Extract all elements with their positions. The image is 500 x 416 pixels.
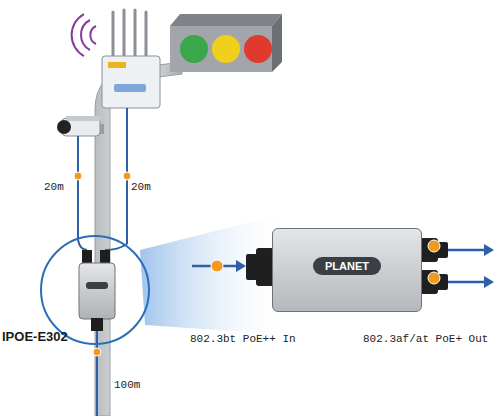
cable-length: 20m (131, 181, 151, 193)
poe-marker (74, 172, 82, 180)
cables (78, 108, 127, 416)
antenna (134, 10, 137, 58)
traffic-light-side (272, 14, 282, 72)
cable (105, 244, 127, 250)
yellow-light (212, 35, 240, 63)
arrow-head (484, 244, 494, 256)
connector (82, 250, 92, 264)
ap-sticker (108, 62, 126, 68)
zoom-circle: IPOE-E302 (40, 235, 150, 345)
cable (77, 136, 79, 240)
port-caption: 802.3bt PoE++ In (190, 333, 296, 345)
poe-markers (74, 172, 131, 356)
connector (100, 250, 110, 264)
camera-lens (57, 120, 71, 134)
antenna (123, 10, 126, 58)
green-light (180, 35, 208, 63)
cable-length: 20m (44, 181, 64, 193)
wifi-wave (81, 20, 90, 50)
port-caption: 802.3af/at PoE+ Out (363, 333, 488, 345)
antenna (112, 12, 115, 58)
poe-marker (428, 272, 440, 284)
camera-hood (66, 116, 100, 121)
connector (91, 318, 103, 331)
wifi-wave (90, 26, 96, 44)
poe-marker (211, 260, 223, 272)
wifi-waves (72, 14, 96, 56)
cable (78, 240, 87, 250)
cable (96, 330, 98, 416)
antenna (145, 12, 148, 58)
cable-length: 100m (114, 379, 140, 391)
antennas (113, 10, 146, 58)
product-name: IPOE-E302 (2, 329, 68, 344)
wifi-wave (72, 14, 84, 56)
poe-marker (123, 172, 131, 180)
poe-device: PLANET (272, 228, 422, 312)
traffic-light-top (170, 14, 282, 26)
poe-marker (93, 348, 101, 356)
traffic-light-body (170, 26, 272, 72)
arrow-head (236, 260, 246, 272)
brand-logo: PLANET (313, 257, 381, 275)
poe-marker (428, 240, 440, 252)
zoom-beam (140, 212, 290, 335)
arrow-line (448, 281, 486, 284)
pole (95, 62, 182, 416)
red-light (244, 35, 272, 63)
small-device (79, 263, 115, 319)
arrow-head (484, 276, 494, 288)
ap-panel (114, 84, 146, 92)
small-logo (86, 282, 108, 289)
arrow-line (448, 249, 486, 252)
access-point (102, 56, 160, 108)
